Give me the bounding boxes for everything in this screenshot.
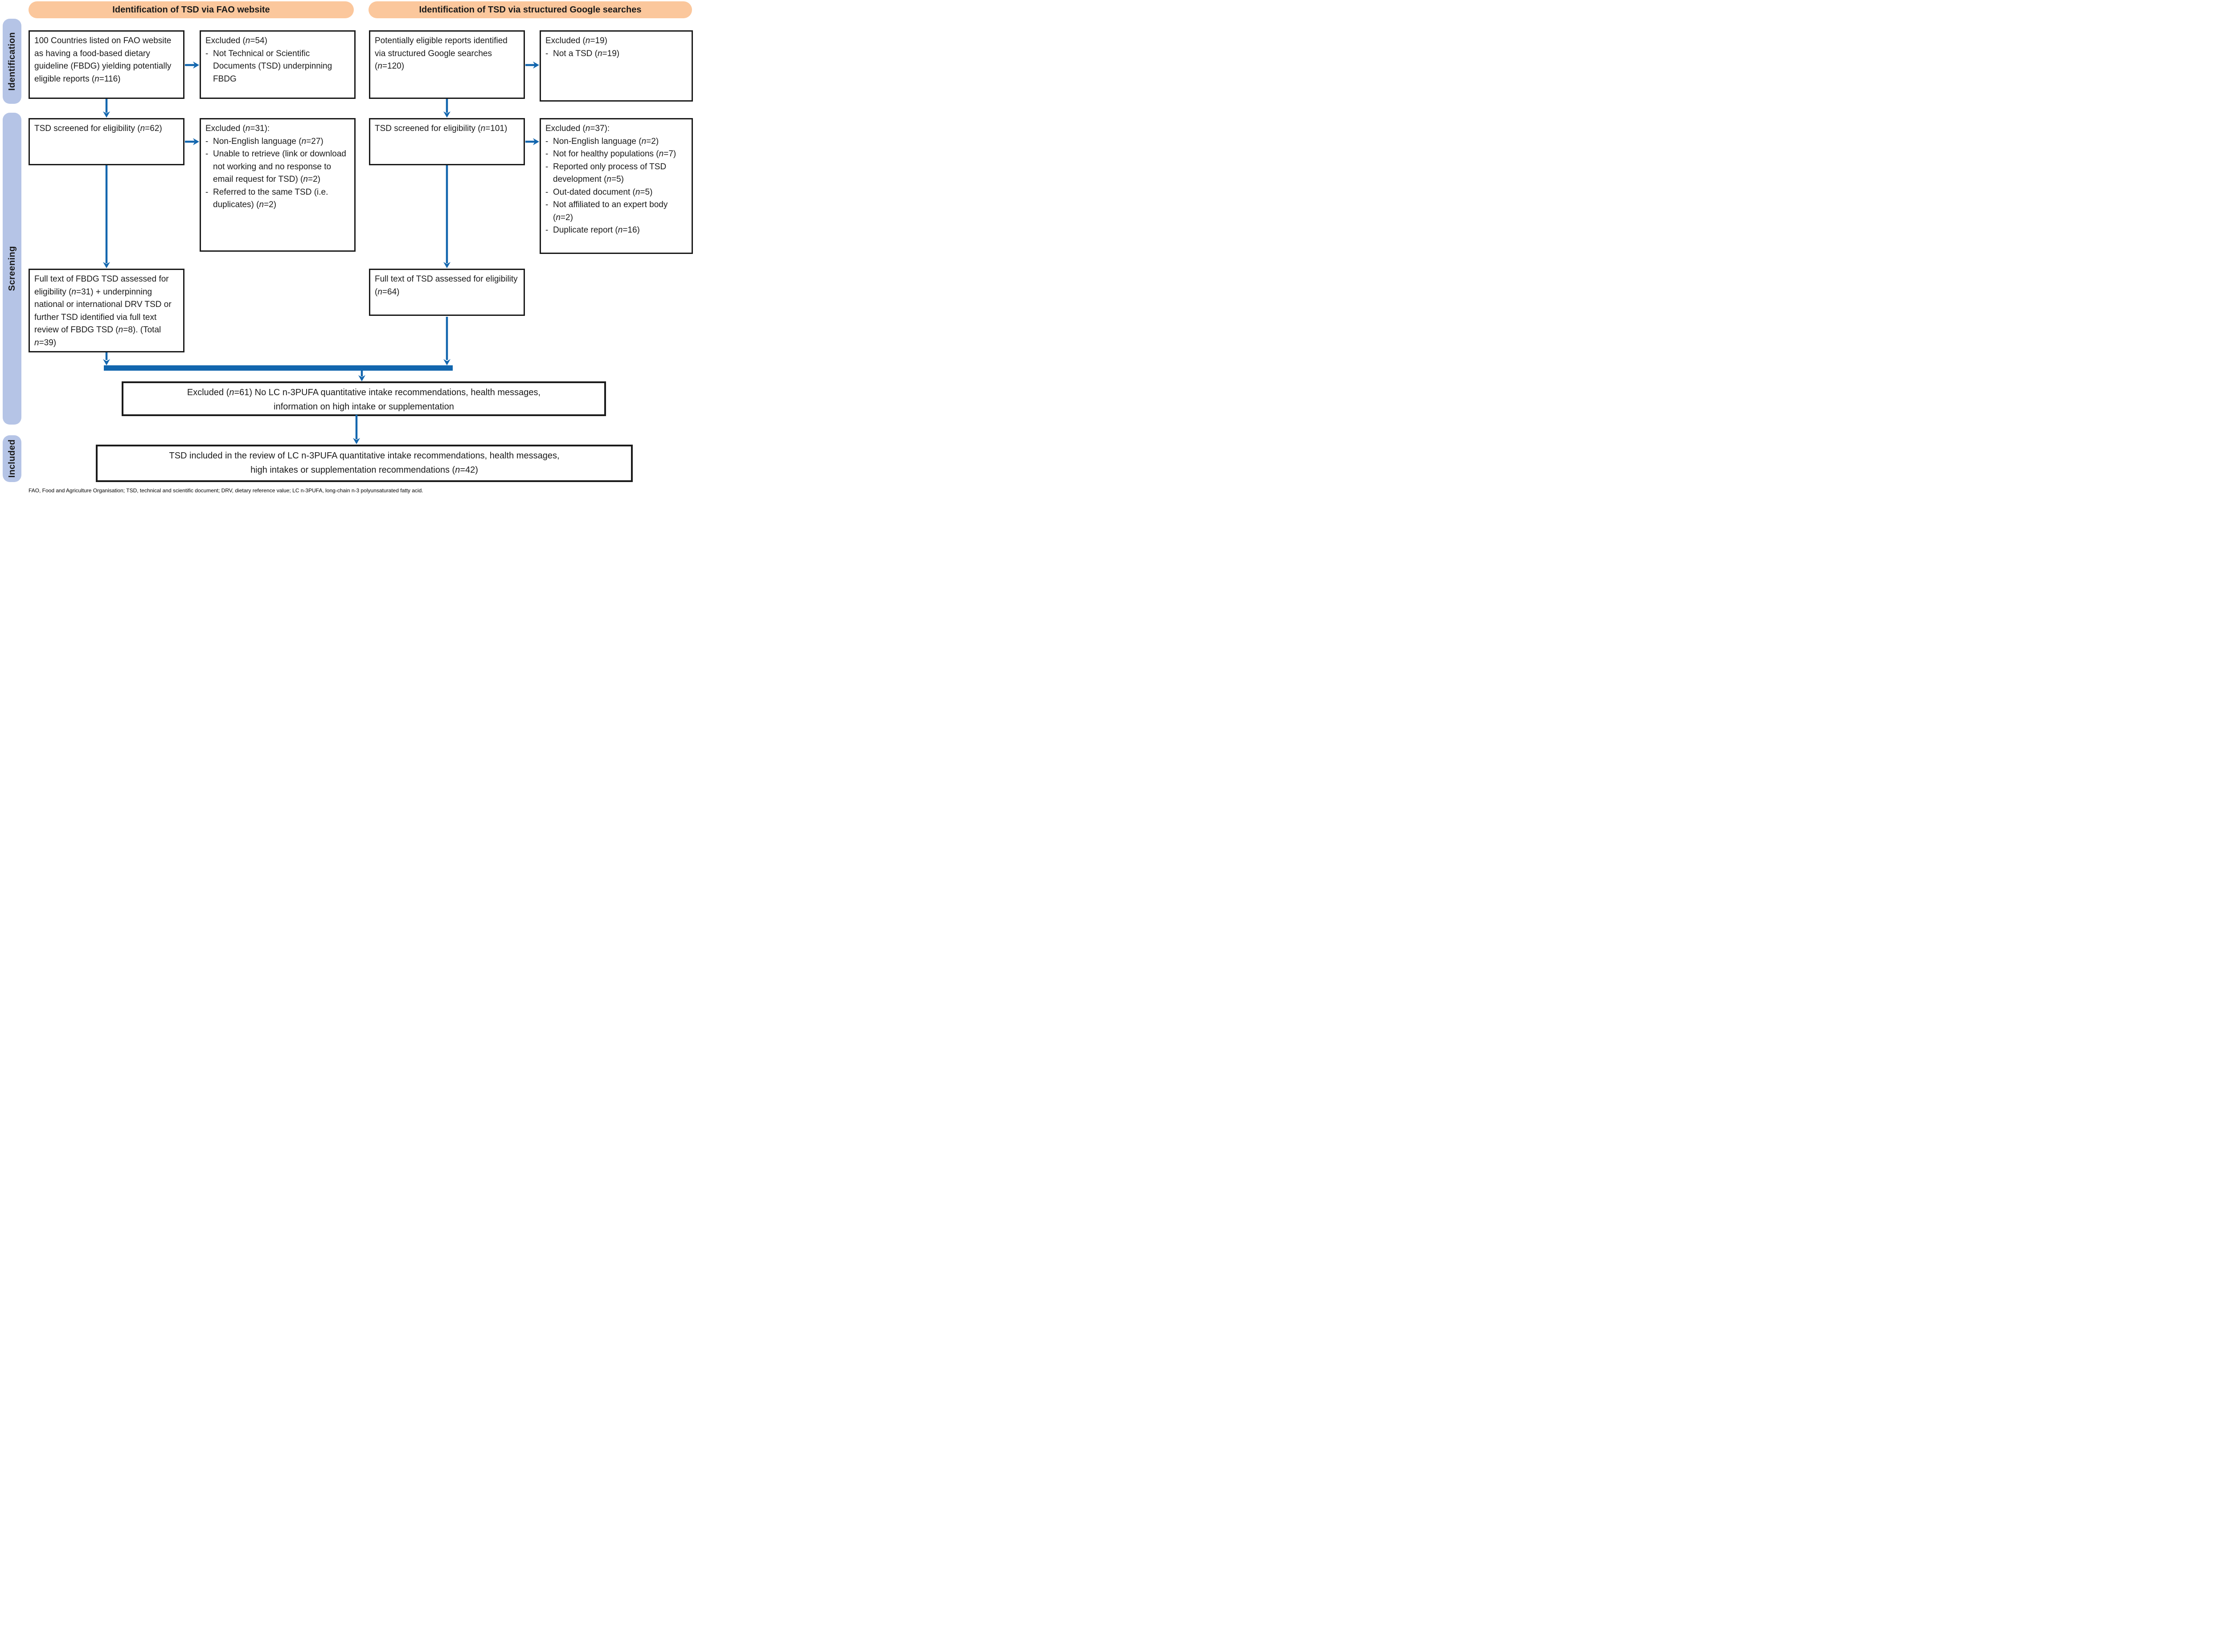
box-excluded-fao-item: Not Technical or Scientific Documents (T… xyxy=(205,48,350,86)
box-fulltext-google: Full text of TSD assessed for eligibilit… xyxy=(369,269,525,316)
box-excluded-combined-line1: Excluded (n=61) No LC n-3PUFA quantitati… xyxy=(187,388,541,397)
arrowhead-down-icon xyxy=(103,359,110,365)
excluded-item: Non-English language (n=2) xyxy=(545,135,687,148)
excluded-item: Not for healthy populations (n=7) xyxy=(545,148,687,161)
box-fulltext-fao-text: Full text of FBDG TSD assessed for eligi… xyxy=(34,274,172,348)
box-screened-fao-text: TSD screened for eligibility (n=62) xyxy=(34,124,162,133)
excluded-item: Non-English language (n=27) xyxy=(205,135,350,148)
box-fao-listed-text: 100 Countries listed on FAO website as h… xyxy=(34,36,172,84)
box-included: TSD included in the review of LC n-3PUFA… xyxy=(96,445,633,482)
arrowhead-down-icon xyxy=(443,359,451,365)
arrowhead-down-icon xyxy=(443,111,451,118)
box-google-reports-text: Potentially eligible reports identified … xyxy=(375,36,508,71)
box-included-line2: high intakes or supplementation recommen… xyxy=(250,465,478,475)
box-included-line1: TSD included in the review of LC n-3PUFA… xyxy=(169,451,560,461)
stage-pill-included: Included xyxy=(3,435,21,482)
box-fao-listed: 100 Countries listed on FAO website as h… xyxy=(29,30,184,99)
excluded-item: Out-dated document (n=5) xyxy=(545,186,687,199)
box-excluded-google: Excluded (n=19) Not a TSD (n=19) xyxy=(540,30,693,102)
box-excluded-screened-fao: Excluded (n=31): Non-English language (n… xyxy=(200,118,356,252)
stage-pill-screening: Screening xyxy=(3,113,21,425)
box-excluded-screened-fao-title: Excluded (n=31): xyxy=(205,124,270,133)
box-excluded-screened-google: Excluded (n=37): Non-English language (n… xyxy=(540,118,693,254)
box-fulltext-google-text: Full text of TSD assessed for eligibilit… xyxy=(375,274,518,297)
box-excluded-screened-google-title: Excluded (n=37): xyxy=(545,124,610,133)
box-screened-fao: TSD screened for eligibility (n=62) xyxy=(29,118,184,165)
box-excluded-combined: Excluded (n=61) No LC n-3PUFA quantitati… xyxy=(122,381,606,416)
banner-fao-label: Identification of TSD via FAO website xyxy=(112,4,270,15)
excluded-item: Referred to the same TSD (i.e. duplicate… xyxy=(205,186,350,212)
excluded-item: Reported only process of TSD development… xyxy=(545,161,687,186)
footnote-abbreviations: FAO, Food and Agriculture Organisation; … xyxy=(29,487,423,494)
arrowhead-down-icon xyxy=(103,111,110,118)
excluded-item: Duplicate report (n=16) xyxy=(545,224,687,237)
banner-fao: Identification of TSD via FAO website xyxy=(29,1,354,18)
arrowhead-down-icon xyxy=(353,438,360,444)
box-excluded-fao: Excluded (n=54) Not Technical or Scienti… xyxy=(200,30,356,99)
excluded-item: Unable to retrieve (link or download not… xyxy=(205,148,350,186)
arrowhead-down-icon xyxy=(358,375,365,381)
box-excluded-combined-line2: information on high intake or supplement… xyxy=(274,402,454,412)
arrowhead-right-icon xyxy=(193,61,199,69)
box-excluded-fao-title: Excluded (n=54) xyxy=(205,36,267,45)
box-fulltext-fao: Full text of FBDG TSD assessed for eligi… xyxy=(29,269,184,352)
box-screened-google-text: TSD screened for eligibility (n=101) xyxy=(375,124,508,133)
stage-label-screening: Screening xyxy=(7,246,17,291)
arrowhead-down-icon xyxy=(103,262,110,268)
stage-pill-identification: Identification xyxy=(3,19,21,104)
stage-label-identification: Identification xyxy=(7,32,17,91)
arrowhead-down-icon xyxy=(443,262,451,268)
box-excluded-google-title: Excluded (n=19) xyxy=(545,36,607,45)
arrowhead-right-icon xyxy=(533,61,539,69)
prisma-flow-diagram: Identification of TSD via FAO website Id… xyxy=(0,0,693,495)
box-excluded-google-item: Not a TSD (n=19) xyxy=(545,48,687,61)
box-screened-google: TSD screened for eligibility (n=101) xyxy=(369,118,525,165)
banner-google: Identification of TSD via structured Goo… xyxy=(369,1,692,18)
stage-label-included: Included xyxy=(7,439,17,478)
arrowhead-right-icon xyxy=(533,138,539,145)
excluded-item: Not affiliated to an expert body (n=2) xyxy=(545,199,687,224)
box-google-reports: Potentially eligible reports identified … xyxy=(369,30,525,99)
arrowhead-right-icon xyxy=(193,138,199,145)
banner-google-label: Identification of TSD via structured Goo… xyxy=(419,4,642,15)
